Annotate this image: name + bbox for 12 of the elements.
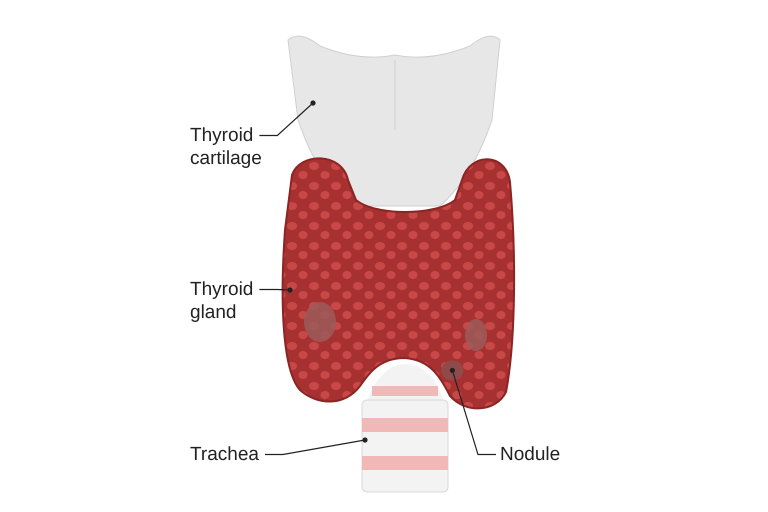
thyroid-gland-drawing bbox=[282, 157, 516, 410]
part-label: Trachea bbox=[190, 443, 280, 466]
trachea-drawing bbox=[362, 364, 448, 492]
part-label: Thyroid gland bbox=[190, 278, 270, 324]
part-label: Nodule bbox=[500, 443, 590, 466]
leader-line bbox=[259, 100, 316, 136]
leader-line bbox=[259, 287, 293, 293]
leader-line bbox=[450, 368, 496, 456]
cartilage-drawing bbox=[288, 36, 500, 206]
nodule-drawing bbox=[441, 360, 464, 380]
leader-line bbox=[265, 437, 368, 456]
part-label: Thyroid cartilage bbox=[190, 124, 282, 170]
